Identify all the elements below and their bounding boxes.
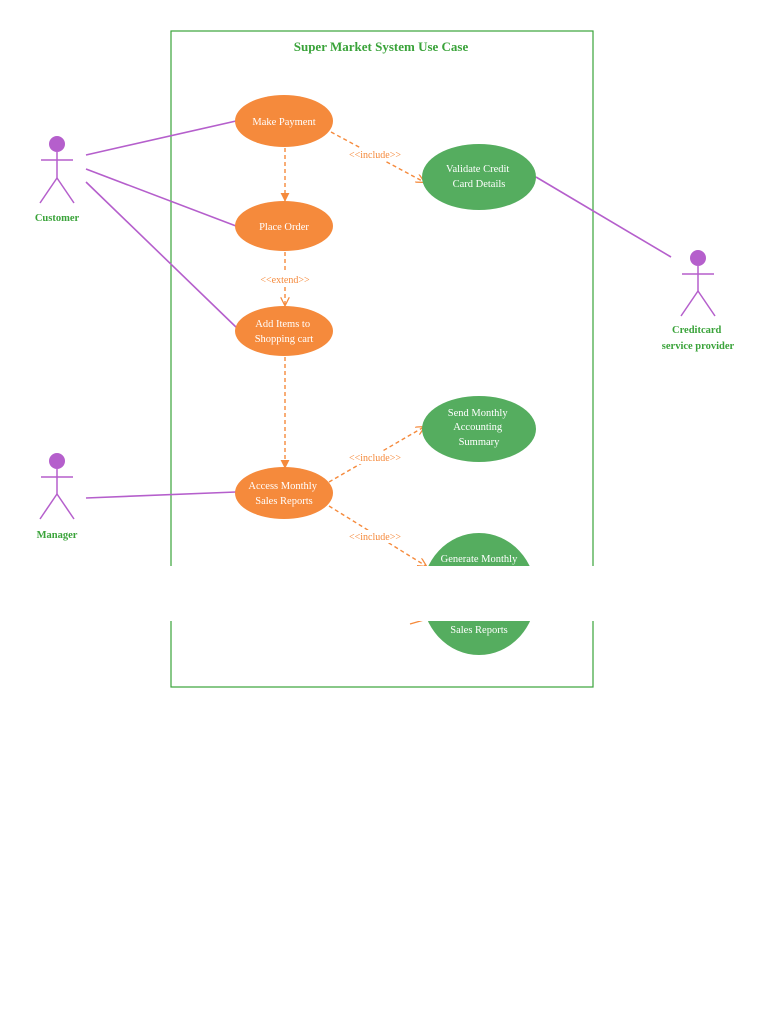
svg-text:Creditcard service prov: Creditcard service provider xyxy=(662,325,735,352)
usecase-send-summary[interactable]: Send Monthly Accounting Summary xyxy=(422,396,536,462)
association-customer-place-order xyxy=(85,168,237,227)
usecase-access-reports[interactable]: Access Monthly Sales Reports xyxy=(235,467,333,519)
usecase-validate-credit-label-line2: Card Details xyxy=(453,179,506,190)
manager-stick-figure-icon xyxy=(39,453,75,520)
creditcard-provider-stick-figure-icon xyxy=(680,250,716,317)
actor-customer-label: Customer xyxy=(35,213,80,224)
usecase-send-summary-label-line2: Accounting xyxy=(453,422,503,433)
usecase-validate-credit[interactable]: Validate Credit Card Details xyxy=(422,144,536,210)
actor-manager[interactable]: Manager xyxy=(37,453,78,541)
dependency-access-reports-send-summary xyxy=(328,427,424,483)
usecase-access-reports-label-line1: Access Monthly xyxy=(248,481,317,492)
svg-text:Place Order: Place Order xyxy=(259,222,309,233)
actor-creditcard-label-line2: service provider xyxy=(662,341,735,352)
svg-text:Add Items to Shopping c: Add Items to Shopping cart xyxy=(255,319,314,345)
svg-text:Access Monthly Sales R: Access Monthly Sales Reports xyxy=(248,481,319,507)
usecase-add-items-label-line1: Add Items to xyxy=(255,319,310,330)
svg-text:Sales Reports: Sales Reports xyxy=(450,625,507,636)
actor-customer[interactable]: Customer xyxy=(35,136,80,224)
svg-text:Send Monthly Accounting: Send Monthly Accounting Summary xyxy=(448,408,510,448)
svg-text:Validate Credit Card Det: Validate Credit Card Details xyxy=(446,164,512,190)
actor-creditcard-provider[interactable]: Creditcard service provider xyxy=(662,250,735,352)
usecase-send-summary-label-line3: Summary xyxy=(459,437,501,448)
association-creditcard-validate xyxy=(535,176,672,258)
usecase-make-payment-label: Make Payment xyxy=(252,117,315,128)
diagram-title: Super Market System Use Case xyxy=(294,39,469,54)
svg-text:Make Payment: Make Payment xyxy=(252,117,315,128)
usecase-generate-reports-label-line1: Generate Monthly xyxy=(441,554,518,565)
association-customer-make-payment xyxy=(85,120,237,156)
usecase-make-payment[interactable]: Make Payment xyxy=(235,95,333,147)
system-boundary xyxy=(170,30,594,688)
usecase-validate-credit-label-line1: Validate Credit xyxy=(446,164,509,175)
stereotype-include-validate: <<include>> xyxy=(349,150,401,161)
svg-text:Generate Monthly: Generate Monthly xyxy=(441,554,518,565)
customer-stick-figure-icon xyxy=(39,136,75,204)
usecase-place-order[interactable]: Place Order xyxy=(235,201,333,251)
association-customer-add-items xyxy=(85,181,239,330)
obscuring-band xyxy=(168,566,598,621)
stereotype-include-send-summary: <<include>> xyxy=(349,453,401,464)
usecase-add-items-label-line2: Shopping cart xyxy=(255,334,314,345)
stereotype-include-generate: <<include>> xyxy=(349,532,401,543)
usecase-generate-reports-label-line2: Sales Reports xyxy=(450,625,507,636)
usecase-add-items[interactable]: Add Items to Shopping cart xyxy=(235,306,333,356)
actor-creditcard-label-line1: Creditcard xyxy=(672,325,722,336)
usecase-send-summary-label-line1: Send Monthly xyxy=(448,408,509,419)
usecase-access-reports-label-line2: Sales Reports xyxy=(255,496,312,507)
association-manager-access-reports xyxy=(85,491,237,499)
usecase-place-order-label: Place Order xyxy=(259,222,309,233)
stereotype-extend-add-items: <<extend>> xyxy=(260,275,310,286)
actor-manager-label: Manager xyxy=(37,530,78,541)
